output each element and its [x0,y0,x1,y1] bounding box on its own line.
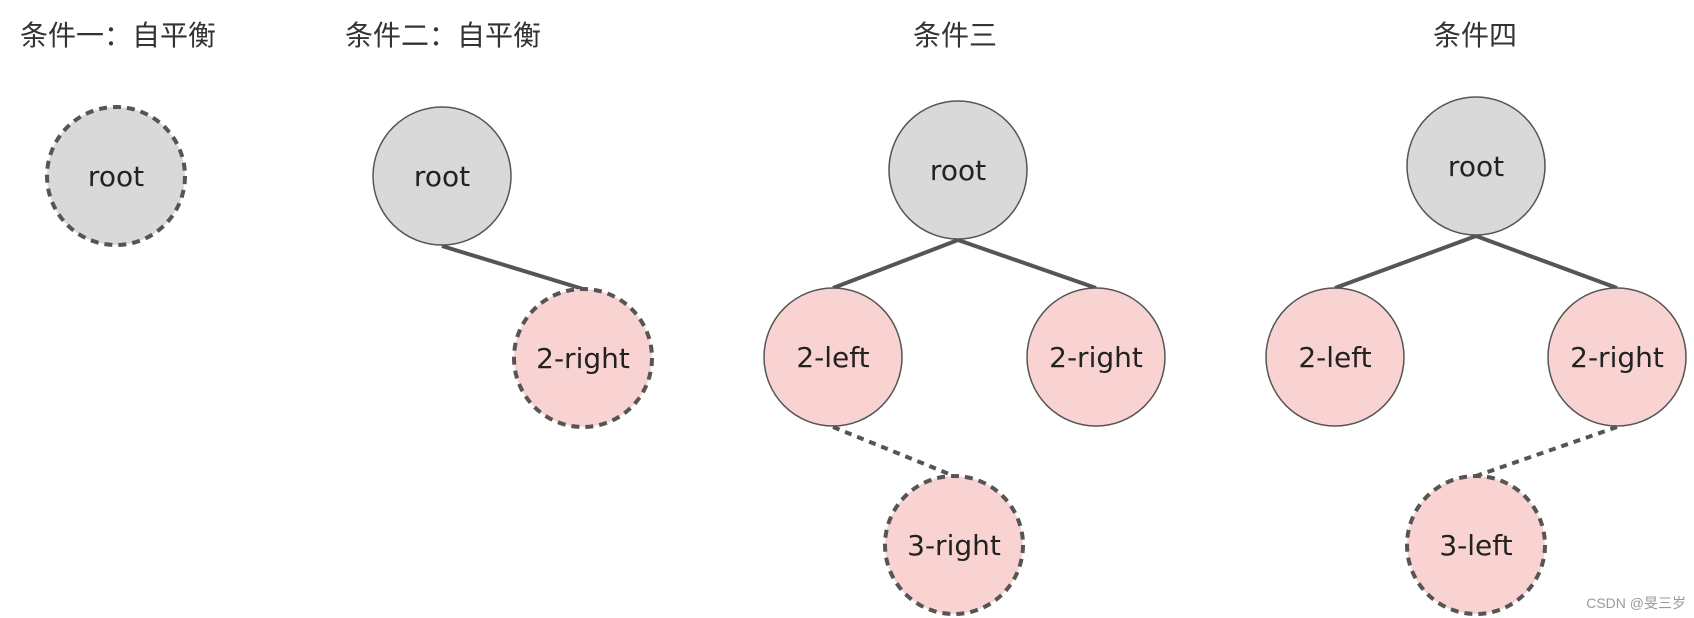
edge-p4-2right-3left [1475,425,1618,478]
panel-3-node-2-right: 2-right [1026,287,1166,427]
node-label: root [414,160,470,193]
panel-4-node-3-left: 3-left [1405,474,1547,616]
panel-1-node-root: root [45,105,187,247]
panel-3-node-3-right: 3-right [883,474,1025,616]
panel-4-node-2-left: 2-left [1265,287,1405,427]
edge-p4-root-2right [1475,234,1618,290]
panel-3-node-2-left: 2-left [763,287,903,427]
panel-4-node-root: root [1406,96,1546,236]
watermark: CSDN @旻三岁 [1586,595,1686,611]
node-label: root [930,154,986,187]
node-label: 2-left [796,341,869,374]
node-label: 2-left [1298,341,1371,374]
panel-2-title: 条件二：自平衡 [345,19,541,52]
panel-3-node-root: root [888,100,1028,240]
node-label: 2-right [536,342,630,375]
panel-2-node-root: root [372,106,512,246]
edge-p4-root-2left [1334,234,1477,290]
node-label: 3-right [907,529,1001,562]
node-label: 2-right [1570,341,1664,374]
edge-p3-root-2left [832,238,959,290]
node-label: 2-right [1049,341,1143,374]
panel-4-node-2-right: 2-right [1547,287,1687,427]
panel-2-node-2-right: 2-right [512,287,654,429]
node-label: root [1448,150,1504,183]
edge-p2-root-2right [441,244,584,291]
panel-1-title: 条件一：自平衡 [20,19,216,52]
node-label: 3-left [1439,529,1512,562]
edge-p3-2left-3right [832,425,955,478]
panel-3-title: 条件三 [913,19,997,52]
node-label: root [88,160,144,193]
panel-4-title: 条件四 [1433,19,1517,52]
edge-p3-root-2right [957,238,1097,290]
